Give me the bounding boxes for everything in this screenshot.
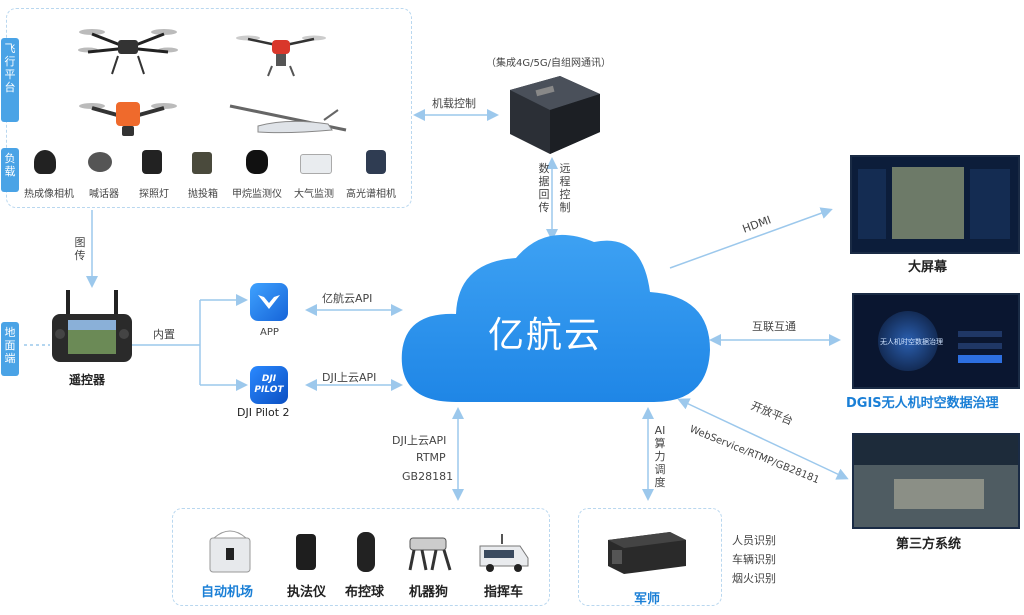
dji-pilot-icon-text: DJI PILOT: [254, 374, 284, 395]
device-label-2: 布控球: [345, 585, 385, 600]
speaker-icon: [88, 152, 112, 172]
device-label-4: 指挥车: [484, 585, 524, 600]
interop-label: 互联互通: [752, 320, 796, 333]
device-label-3: 机器狗: [409, 585, 449, 600]
data-return-label: 数据回传: [538, 162, 550, 214]
payload-label: 负载: [1, 148, 19, 192]
wing-logo-icon: [258, 295, 280, 309]
bottom-protocol-2: GB28181: [402, 470, 454, 483]
searchlight-icon: [142, 150, 162, 174]
remote-controller-icon: [52, 290, 132, 362]
remote-controller-label: 遥控器: [69, 373, 106, 387]
camera-ball-icon: [357, 532, 375, 572]
builtin-label: 内置: [153, 328, 175, 341]
recognition-label-0: 人员识别: [732, 534, 776, 547]
dock-station-icon: [209, 530, 251, 573]
dji-pilot-label: DJI Pilot 2: [237, 406, 290, 419]
payload-label-3: 抛投箱: [188, 189, 218, 200]
air-monitor-icon: [300, 154, 332, 174]
payload-label-2: 探照灯: [139, 189, 169, 200]
device-label-1: 执法仪: [287, 585, 327, 600]
cloud-title: 亿航云: [488, 315, 603, 356]
payload-label-4: 甲烷监测仪: [232, 189, 282, 200]
robot-dog-icon: [408, 537, 452, 571]
device-label-0: 自动机场: [201, 585, 254, 600]
dji-pilot-icon[interactable]: DJI PILOT: [250, 366, 288, 404]
bodycam-icon: [296, 534, 316, 570]
fixed-wing-drone-icon: [229, 104, 347, 134]
ground-label: 地面端: [1, 322, 19, 376]
big-screen-label: 大屏幕: [908, 260, 948, 275]
junshi-panel: [578, 508, 722, 606]
yihang-api-label: 亿航云API: [322, 292, 373, 305]
dgis-label: DGIS无人机时空数据治理: [846, 396, 999, 411]
bottom-protocol-0: DJI上云API: [392, 434, 447, 447]
big-screen-image: [850, 155, 1020, 254]
hyperspectral-camera-icon: [366, 150, 386, 174]
bottom-protocol-1: RTMP: [416, 451, 446, 464]
recognition-label-2: 烟火识别: [732, 572, 776, 585]
recognition-label-1: 车辆识别: [732, 553, 776, 566]
payload-row: [22, 150, 407, 200]
agri-drone-icon: [236, 35, 326, 77]
app-icon[interactable]: [250, 283, 288, 321]
junshi-label: 军师: [634, 592, 661, 607]
industrial-drone-icon: [79, 102, 177, 136]
dgis-screen-image: 无人机时空数据治理: [852, 293, 1020, 389]
third-party-label: 第三方系统: [896, 537, 962, 552]
payload-label-0: 热成像相机: [24, 189, 74, 200]
app-label: APP: [260, 327, 279, 338]
third-party-screen-image: [852, 433, 1020, 529]
onboard-control-label: 机载控制: [432, 97, 476, 110]
image-transfer-label: 图传: [74, 236, 86, 262]
payload-label-6: 高光谱相机: [346, 189, 396, 200]
flight-platform-label: 飞行平台: [1, 38, 19, 122]
devices-panel: [172, 508, 550, 606]
quadcopter-drone-icon: [78, 29, 178, 75]
payload-label-5: 大气监测: [294, 189, 334, 200]
dji-api-label: DJI上云API: [322, 371, 377, 384]
methane-detector-icon: [246, 150, 268, 174]
cloud-icon: [401, 234, 710, 402]
payload-label-1: 喊话器: [89, 189, 119, 200]
command-vehicle-icon: [479, 534, 529, 572]
comm-module-icon: [510, 76, 600, 154]
remote-control-label: 远程控制: [559, 162, 571, 214]
drop-box-icon: [192, 152, 212, 174]
ai-server-icon: [608, 532, 686, 574]
comm-caption: （集成4G/5G/自组网通讯）: [486, 58, 611, 69]
thermal-camera-icon: [34, 150, 56, 174]
ai-scheduling-label: AI算力调度: [654, 424, 666, 489]
dgis-screen-text: 无人机时空数据治理: [880, 338, 943, 346]
